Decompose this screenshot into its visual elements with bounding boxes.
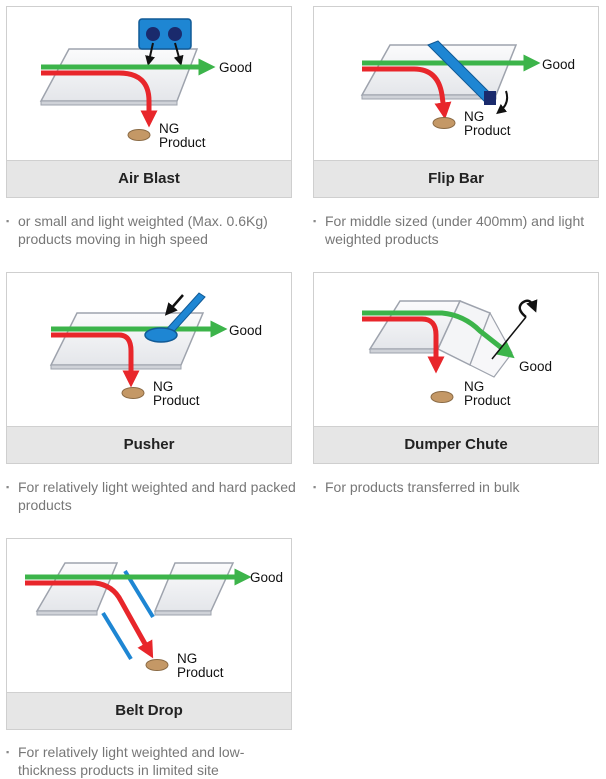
ng-label-line1: NG (159, 121, 179, 136)
air-nozzle-left (146, 27, 160, 41)
rotate-arrow-icon (496, 90, 509, 115)
ng-reject-arrow (362, 316, 445, 374)
card-air-blast: Good NG Product Air Blast (6, 6, 292, 198)
ng-label-line1: NG (153, 379, 173, 394)
ng-reject-arrow (51, 332, 140, 388)
pusher-illustration: Good NG Product (49, 292, 262, 408)
card-flip-bar: Good NG Product Flip Bar (313, 6, 599, 198)
bullet-icon: ▪ (6, 216, 10, 226)
card-description-flip-bar: ▪ For middle sized (under 400mm) and lig… (313, 212, 603, 248)
air-flow-arrow-right (173, 42, 184, 66)
card-description-belt-drop: ▪ For relatively light weighted and low-… (6, 743, 296, 779)
ng-reject-arrow (25, 580, 154, 659)
conveyor-edge-left (36, 610, 98, 616)
conveyor-edge (40, 100, 178, 106)
air-nozzle-right (168, 27, 182, 41)
belt-drop-illustration: Good NG Product (25, 562, 283, 680)
dumper-chute-slope (469, 311, 513, 378)
card-title: Pusher (7, 426, 291, 463)
ng-label-line2: Product (177, 665, 224, 680)
description-text: or small and light weighted (Max. 0.6Kg)… (18, 213, 268, 247)
air-blower-unit (138, 18, 192, 50)
bullet-icon: ▪ (6, 482, 10, 492)
ng-product-icon (145, 659, 169, 671)
pusher-diagram: Good NG Product (7, 273, 291, 427)
card-title: Air Blast (7, 160, 291, 197)
conveyor-belt-right (153, 562, 235, 612)
air-blast-illustration: Good NG Product (39, 18, 252, 150)
dumper-chute-illustration: Good NG Product (362, 299, 552, 408)
push-direction-arrow (164, 294, 184, 316)
card-description-air-blast: ▪ or small and light weighted (Max. 0.6K… (6, 212, 296, 248)
good-label: Good (542, 57, 575, 72)
card-title: Flip Bar (314, 160, 598, 197)
flip-bar-illustration: Good NG Product (360, 40, 575, 138)
pusher-head (144, 327, 178, 343)
ng-product-icon (430, 391, 454, 403)
good-label: Good (219, 60, 252, 75)
good-label: Good (250, 570, 283, 585)
ng-product-icon (127, 129, 151, 141)
card-title: Dumper Chute (314, 426, 598, 463)
conveyor-edge (361, 94, 497, 100)
pivot-line (491, 316, 527, 360)
good-label: Good (519, 359, 552, 374)
ng-label-line1: NG (177, 651, 197, 666)
description-text: For products transferred in bulk (325, 479, 520, 495)
ng-label-line1: NG (464, 109, 484, 124)
ng-label-line2: Product (464, 393, 511, 408)
card-belt-drop: Good NG Product Belt Drop (6, 538, 292, 730)
air-blast-diagram: Good NG Product (7, 7, 291, 161)
good-flow-arrow (362, 310, 515, 359)
card-title: Belt Drop (7, 692, 291, 729)
ng-label-line1: NG (464, 379, 484, 394)
ng-reject-arrow (41, 70, 158, 128)
card-description-dumper-chute: ▪ For products transferred in bulk (313, 478, 603, 496)
conveyor-edge (369, 348, 439, 354)
belt-drop-diagram: Good NG Product (7, 539, 291, 693)
ng-label-line2: Product (153, 393, 200, 408)
ng-label-line2: Product (464, 123, 511, 138)
card-description-pusher: ▪ For relatively light weighted and hard… (6, 478, 296, 514)
good-label: Good (229, 323, 262, 338)
conveyor-edge-right (154, 610, 212, 616)
air-flow-arrow-left (145, 42, 155, 66)
ng-reject-arrow (362, 66, 452, 120)
flip-bar-pivot (484, 91, 496, 105)
drop-belt-rail-lower (101, 611, 133, 661)
bullet-icon: ▪ (313, 482, 317, 492)
bullet-icon: ▪ (313, 216, 317, 226)
description-text: For relatively light weighted and hard p… (18, 479, 296, 513)
description-text: For middle sized (under 400mm) and light… (325, 213, 585, 247)
ng-product-icon (432, 117, 456, 129)
dumper-chute-diagram: Good NG Product (314, 273, 598, 427)
flip-bar-diagram: Good NG Product (314, 7, 598, 161)
card-pusher: Good NG Product Pusher (6, 272, 292, 464)
bullet-icon: ▪ (6, 747, 10, 757)
card-dumper-chute: Good NG Product Dumper Chute (313, 272, 599, 464)
rotate-arrow-icon (518, 299, 538, 318)
ng-label-line2: Product (159, 135, 206, 150)
description-text: For relatively light weighted and low-th… (18, 744, 245, 778)
ng-product-icon (121, 387, 145, 399)
conveyor-edge (50, 364, 182, 370)
